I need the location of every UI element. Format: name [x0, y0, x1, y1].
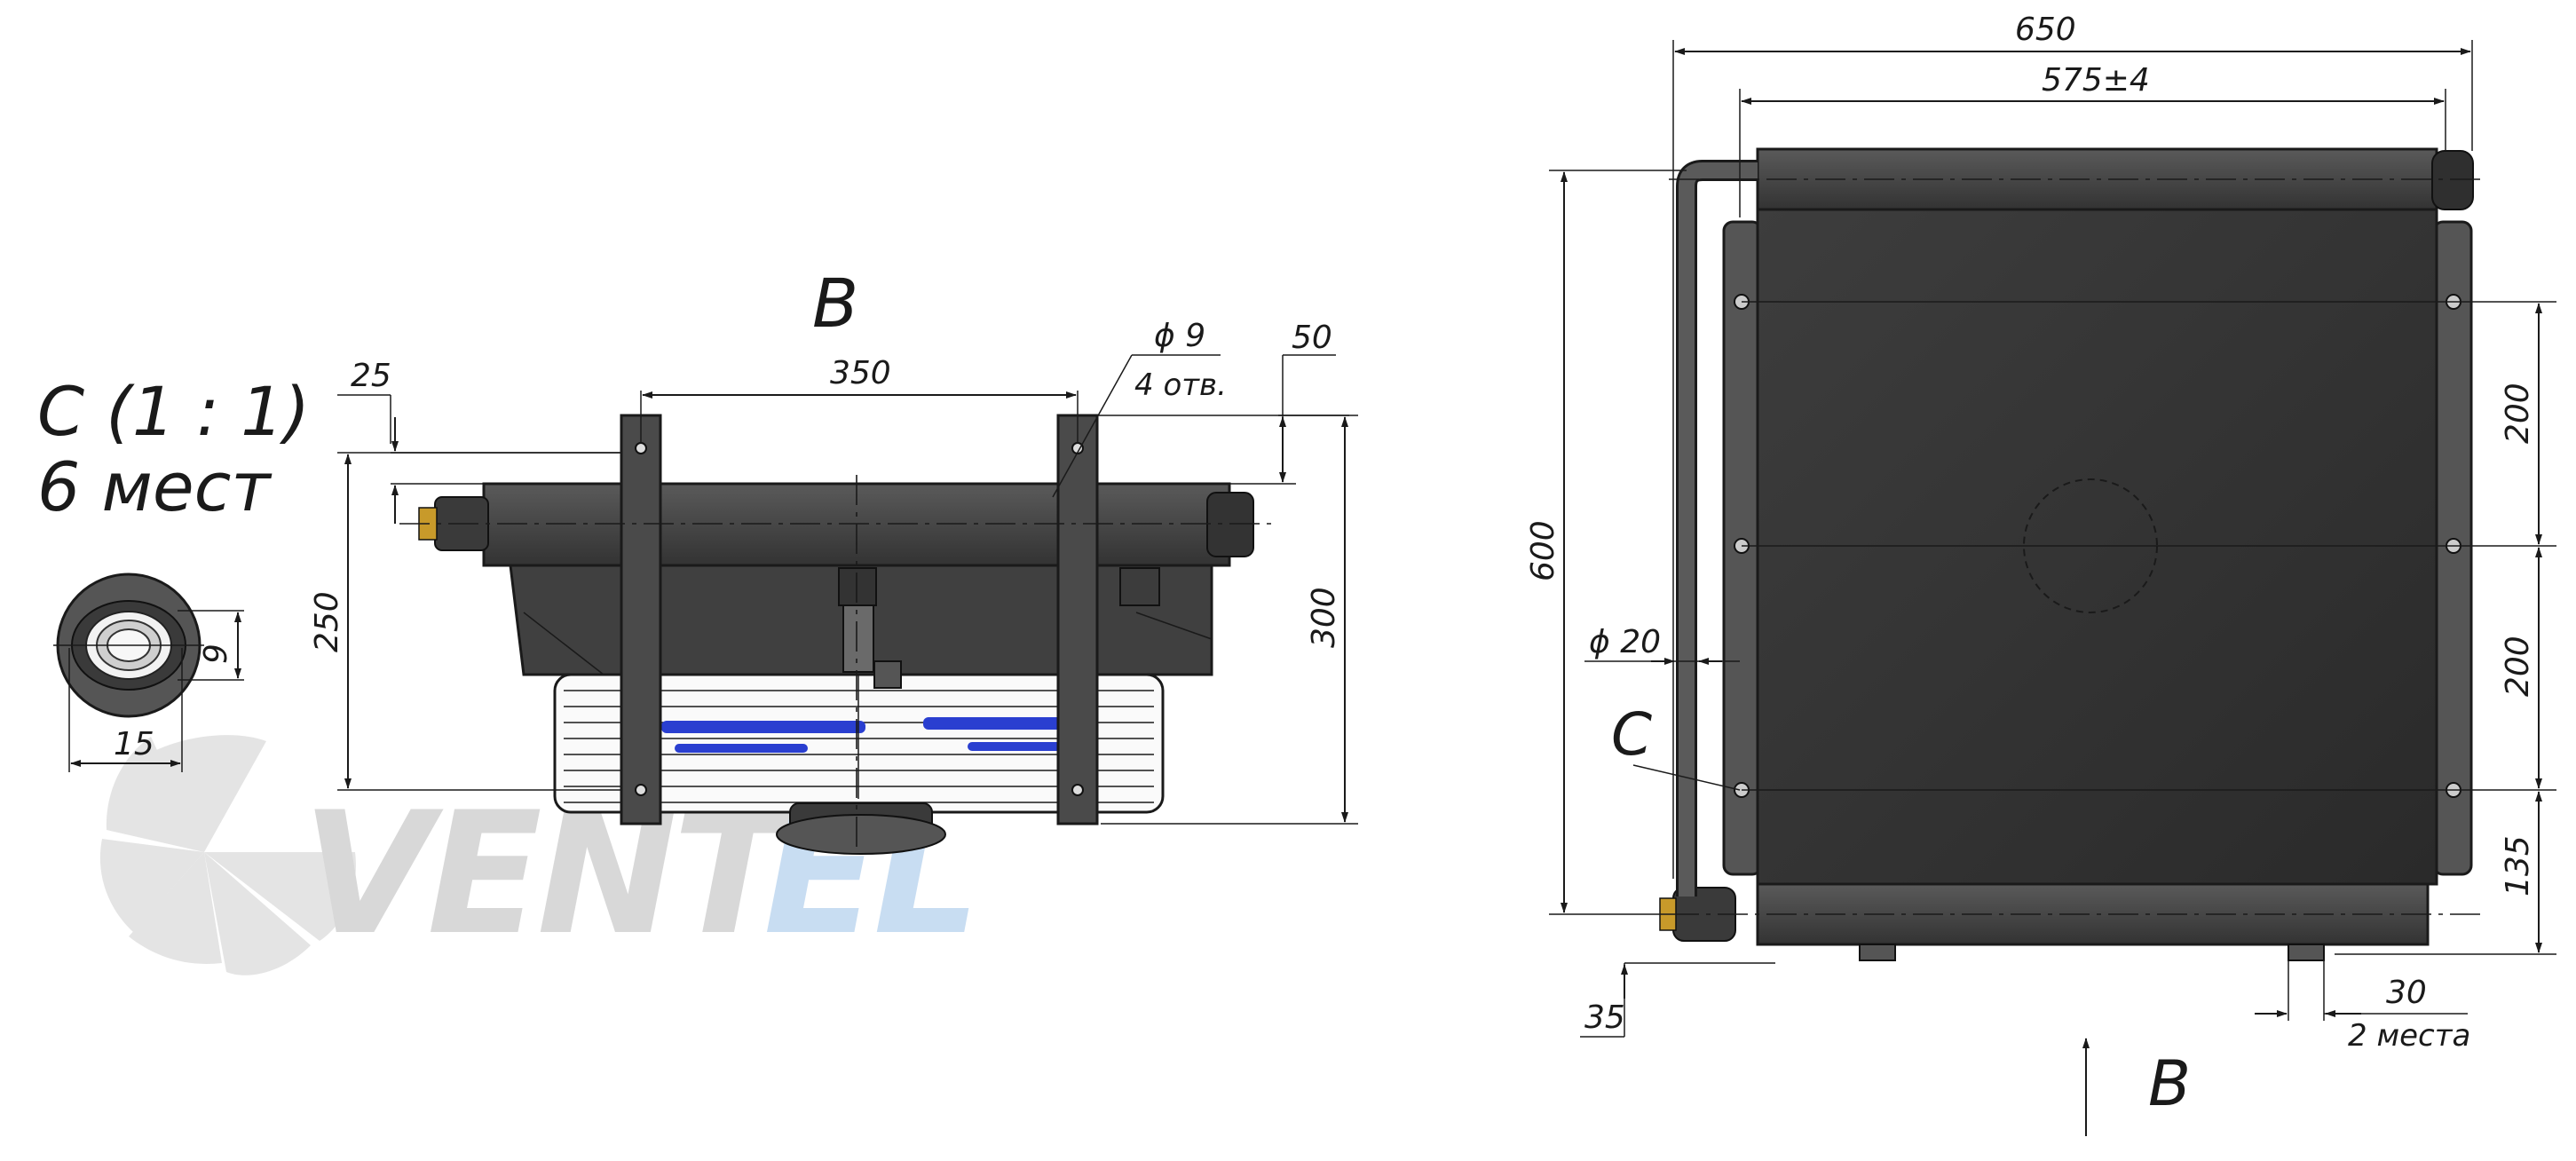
front-dim-lower-spacing: 200	[2500, 636, 2536, 697]
front-view-arrow-label: B	[2148, 1047, 2191, 1120]
heater-body-front	[1659, 147, 2474, 961]
side-dim-top-offset: 25	[351, 358, 391, 394]
detail-dim-width: 15	[114, 726, 154, 762]
front-dim-overall-width: 650	[2015, 12, 2076, 48]
side-dim-left-height: 250	[309, 591, 345, 652]
detail-view-label: C (1 : 1)	[37, 372, 310, 451]
side-view-label: B	[812, 264, 858, 343]
side-dim-hole-diameter: ϕ 9	[1154, 318, 1205, 354]
nipple-cross-section	[53, 573, 204, 718]
front-dim-foot-width: 30	[2386, 975, 2427, 1011]
side-dim-right-offset: 50	[1292, 320, 1332, 356]
front-dim-overall-height: 600	[1525, 520, 1561, 581]
front-dim-inner-width: 575±4	[2042, 62, 2150, 99]
detail-view-c: C (1 : 1) 6 мест 9 15	[37, 372, 310, 772]
front-dim-bottom-offset: 135	[2500, 835, 2536, 896]
front-view: 650 575±4 600 ϕ 20 C 200 200 135	[1525, 12, 2556, 1136]
side-dim-hole-count: 4 отв.	[1134, 367, 1227, 403]
heater-body-side	[418, 414, 1254, 855]
detail-dim-height: 9	[198, 644, 234, 664]
side-dim-right-height: 300	[1306, 587, 1342, 648]
front-detail-callout: C	[1611, 700, 1652, 769]
fan-blades-icon	[99, 735, 356, 975]
front-dim-upper-spacing: 200	[2500, 383, 2536, 444]
side-dim-hole-spacing: 350	[830, 355, 891, 391]
detail-count-label: 6 мест	[37, 447, 273, 526]
front-dim-foot-count: 2 места	[2348, 1018, 2470, 1054]
front-dim-pipe-diameter: ϕ 20	[1589, 624, 1661, 660]
side-view-b: B	[309, 264, 1358, 855]
front-dim-left-offset: 35	[1584, 999, 1625, 1036]
fan-blades-blue	[661, 717, 1083, 753]
